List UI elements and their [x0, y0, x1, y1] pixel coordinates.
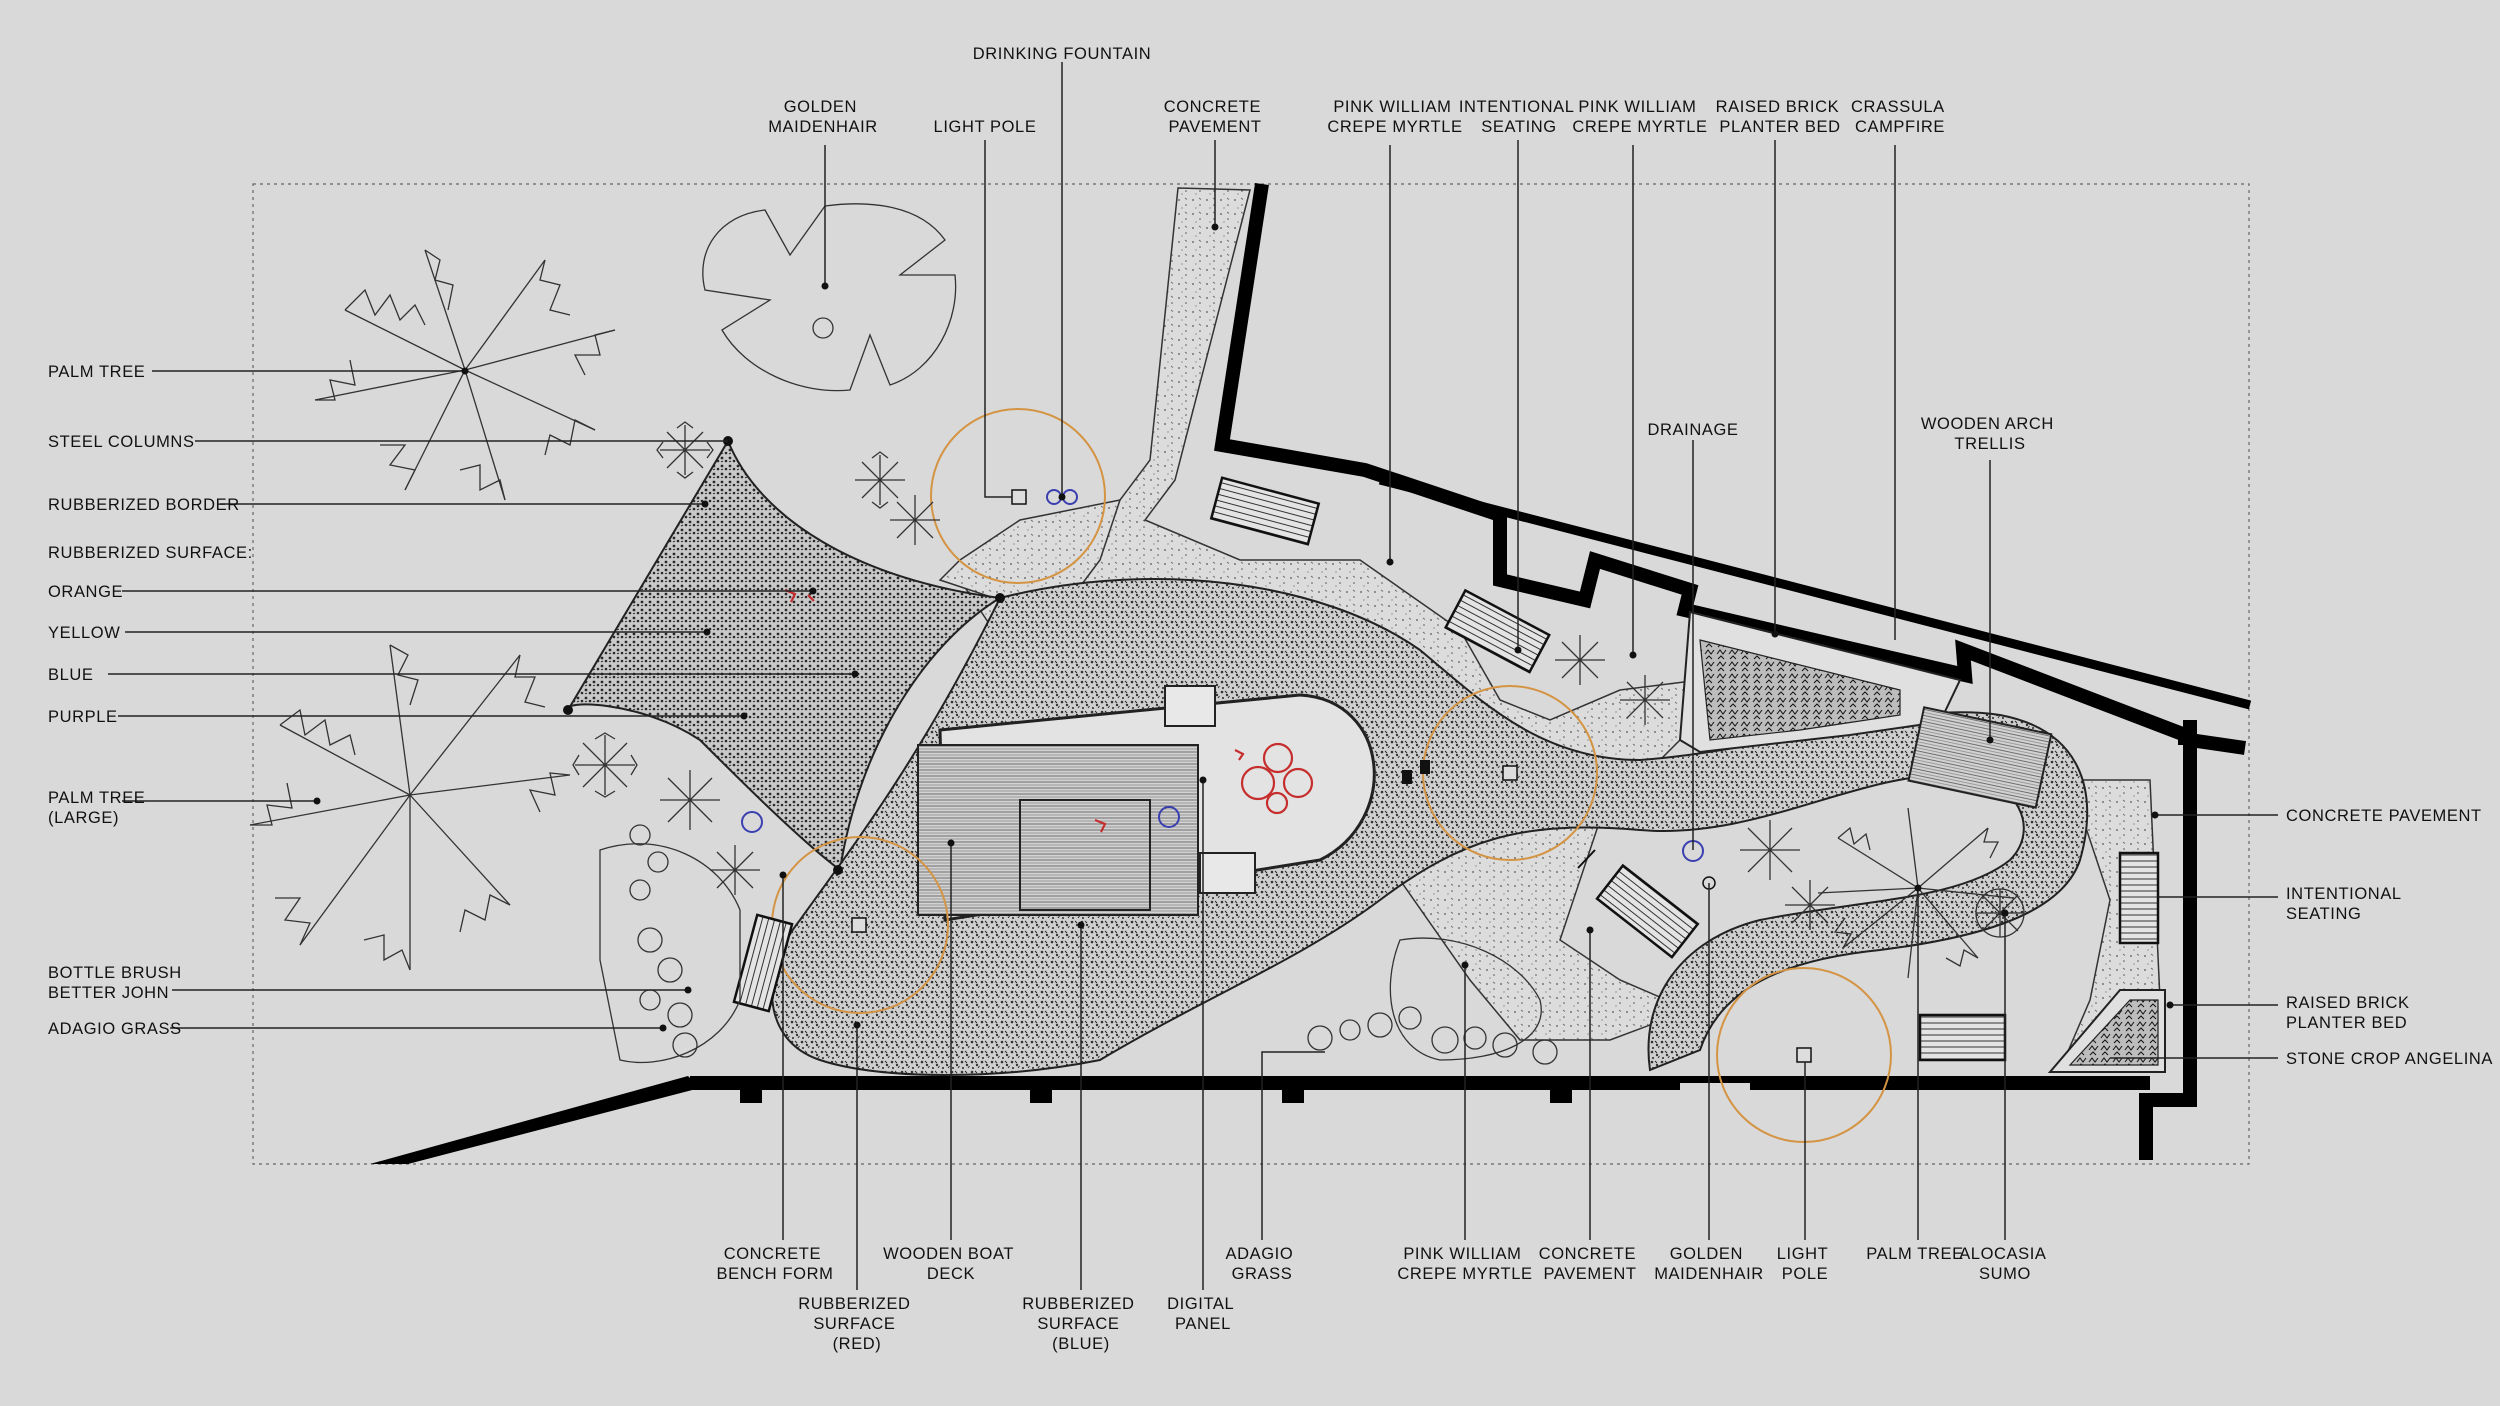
palm-tree-top-left — [314, 249, 616, 501]
label-bottle-brush: BOTTLE BRUSH BETTER JOHN — [48, 964, 187, 1002]
label-palm-tree-left: PALM TREE — [48, 363, 145, 381]
label-light-pole-bottom: LIGHT POLE — [1777, 1245, 1833, 1283]
label-pink-william-1: PINK WILLIAM CREPE MYRTLE — [1327, 98, 1462, 136]
label-pink-william-bottom: PINK WILLIAM CREPE MYRTLE — [1397, 1245, 1532, 1283]
label-rubberized-blue: RUBBERIZED SURFACE (BLUE) — [1022, 1295, 1140, 1353]
label-blue: BLUE — [48, 666, 94, 684]
rubberized-surface-multicolor — [566, 438, 1003, 872]
label-pink-william-2: PINK WILLIAM CREPE MYRTLE — [1572, 98, 1707, 136]
label-concrete-pavement-top: CONCRETE PAVEMENT — [1164, 98, 1267, 136]
label-orange: ORANGE — [48, 583, 123, 601]
shrubs-left — [572, 421, 1835, 930]
leader-lines — [108, 62, 2278, 1290]
label-stone-crop: STONE CROP ANGELINA — [2286, 1050, 2493, 1068]
label-golden-maidenhair-top: GOLDEN MAIDENHAIR — [768, 98, 878, 136]
label-crassula: CRASSULA CAMPFIRE — [1851, 98, 1949, 136]
pink-william-crepe-myrtle-bottom — [1389, 937, 1542, 1061]
label-rubberized-surface: RUBBERIZED SURFACE: — [48, 544, 253, 562]
planter-beds — [1678, 610, 2166, 1073]
label-raised-brick-right: RAISED BRICK PLANTER BED — [2286, 994, 2415, 1032]
label-adagio-grass-left: ADAGIO GRASS — [48, 1020, 182, 1038]
label-intentional-seating-top: INTENTIONAL SEATING — [1459, 98, 1579, 136]
palm-tree-bottom-right — [1817, 807, 2025, 979]
label-palm-tree-large: PALM TREE (LARGE) — [48, 789, 151, 827]
red-surface-markers — [784, 588, 1314, 833]
label-raised-brick-top: RAISED BRICK PLANTER BED — [1716, 98, 1845, 136]
steel-columns — [563, 436, 1005, 875]
label-concrete-pavement-bottom: CONCRETE PAVEMENT — [1539, 1245, 1642, 1283]
label-yellow: YELLOW — [48, 624, 120, 642]
label-drinking-fountain: DRINKING FOUNTAIN — [973, 45, 1152, 63]
label-wooden-boat-deck: WOODEN BOAT DECK — [883, 1245, 1019, 1283]
label-golden-maidenhair-bottom: GOLDEN MAIDENHAIR — [1654, 1245, 1764, 1283]
label-concrete-bench-form: CONCRETE BENCH FORM — [717, 1245, 834, 1283]
label-adagio-grass-bottom: ADAGIO GRASS — [1226, 1245, 1299, 1283]
label-wooden-arch: WOODEN ARCH TRELLIS — [1921, 415, 2059, 453]
label-light-pole-top: LIGHT POLE — [934, 118, 1037, 136]
label-rubberized-border: RUBBERIZED BORDER — [48, 496, 240, 514]
label-palm-tree-bottom: PALM TREE — [1866, 1245, 1963, 1263]
label-rubberized-red: RUBBERIZED SURFACE (RED) — [798, 1295, 916, 1353]
label-drainage: DRAINAGE — [1648, 421, 1739, 439]
label-concrete-pavement-right: CONCRETE PAVEMENT — [2286, 807, 2482, 825]
palm-tree-large — [249, 644, 571, 971]
label-digital-panel: DIGITAL PANEL — [1167, 1295, 1239, 1333]
golden-maidenhair-tree-top — [702, 203, 957, 392]
benches — [732, 476, 2160, 1062]
label-steel-columns: STEEL COLUMNS — [48, 433, 195, 451]
label-intentional-seating-right: INTENTIONAL SEATING — [2286, 885, 2406, 923]
label-purple: PURPLE — [48, 708, 118, 726]
perimeter-walls — [370, 182, 2252, 1164]
label-alocasia: ALOCASIA SUMO — [1959, 1245, 2051, 1283]
